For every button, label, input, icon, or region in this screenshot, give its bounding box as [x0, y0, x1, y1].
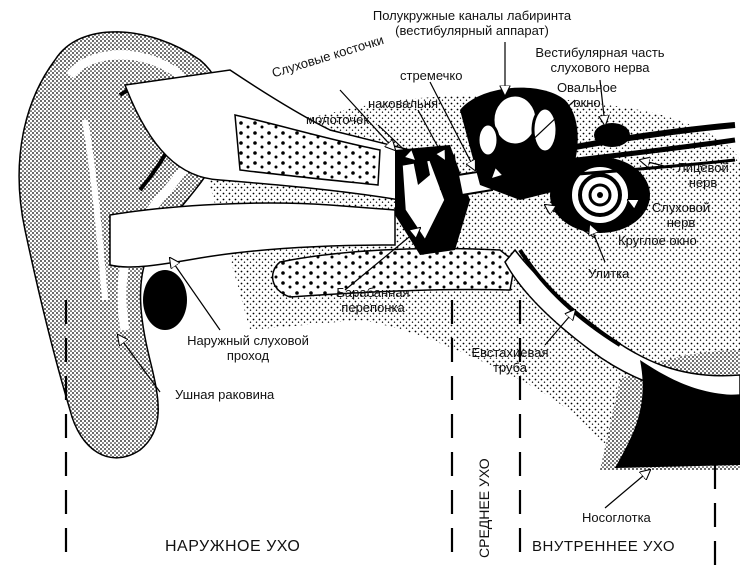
- label-ear-canal: Наружный слуховой проход: [168, 333, 328, 363]
- label-eustachian-tube: Евстахиевая труба: [455, 345, 565, 375]
- label-eardrum: Барабанная перепонка: [318, 285, 428, 315]
- label-stapes: стремечко: [400, 68, 463, 83]
- label-oval-window: Овальное окно: [552, 80, 622, 110]
- label-cochlea: Улитка: [588, 266, 629, 281]
- label-malleus: молоточек: [306, 112, 369, 127]
- section-inner-ear: ВНУТРЕННЕЕ УХО: [532, 538, 675, 555]
- label-vestibular-nerve: Вестибулярная часть слухового нерва: [520, 45, 680, 75]
- label-incus: наковальня: [368, 96, 438, 111]
- section-middle-ear: СРЕДНЕЕ УХО: [476, 458, 492, 558]
- label-auditory-nerve: Слуховой нерв: [646, 200, 716, 230]
- label-pinna: Ушная раковина: [175, 387, 274, 402]
- label-round-window: Круглое окно: [618, 233, 697, 248]
- label-facial-nerve: Лицевой нерв: [668, 160, 738, 190]
- section-outer-ear: НАРУЖНОЕ УХО: [165, 538, 300, 556]
- label-nasopharynx: Носоглотка: [582, 510, 651, 525]
